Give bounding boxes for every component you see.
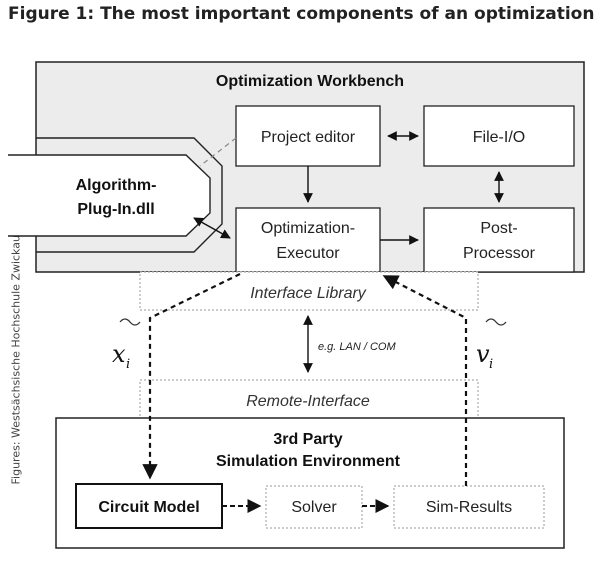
arrow-executor-to-circuit [142, 273, 241, 480]
executor-label-1: Optimization- [261, 220, 355, 237]
figure-caption: Figure 1: The most important components … [8, 4, 595, 24]
tilde-left-icon [119, 318, 141, 326]
solver-label: Solver [291, 499, 337, 516]
plugin-label-1: Algorithm- [76, 177, 157, 194]
interface-library-label: Interface Library [250, 285, 367, 302]
executor-box [235, 207, 381, 273]
arrow-plugin-executor [193, 217, 231, 239]
file-io-box [423, 105, 575, 167]
workbench-title: Optimization Workbench [216, 73, 404, 90]
sim-results-box [393, 485, 545, 529]
variable-x: x [112, 340, 126, 368]
variable-v: v [476, 340, 490, 368]
link-label: e.g. LAN / COM [318, 341, 396, 353]
plugin-shape [8, 154, 211, 237]
third-party-label-1: 3rd Party [273, 431, 342, 448]
post-processor-label-2: Processor [463, 245, 536, 262]
file-io-label: File-I/O [473, 129, 525, 146]
third-party-label-2: Simulation Environment [216, 453, 401, 470]
arrow-results-to-executor [382, 275, 468, 486]
tilde-right-icon [485, 318, 507, 326]
interface-library-band [139, 271, 479, 311]
circuit-model-label: Circuit Model [98, 499, 199, 516]
post-processor-label-1: Post- [480, 220, 517, 237]
sim-results-label: Sim-Results [426, 499, 512, 516]
solver-box [265, 485, 363, 529]
plugin-outline [36, 137, 223, 253]
remote-interface-label: Remote-Interface [246, 393, 370, 410]
remote-interface-band [139, 379, 479, 419]
dashed-editor-plugin-link [199, 137, 237, 167]
post-processor-box [423, 207, 575, 273]
project-editor-label: Project editor [261, 129, 356, 146]
variable-v-subscript: i [489, 357, 493, 372]
variable-x-subscript: i [126, 357, 130, 372]
plugin-label-2: Plug-In.dll [77, 201, 154, 218]
executor-label-2: Executor [276, 245, 340, 262]
